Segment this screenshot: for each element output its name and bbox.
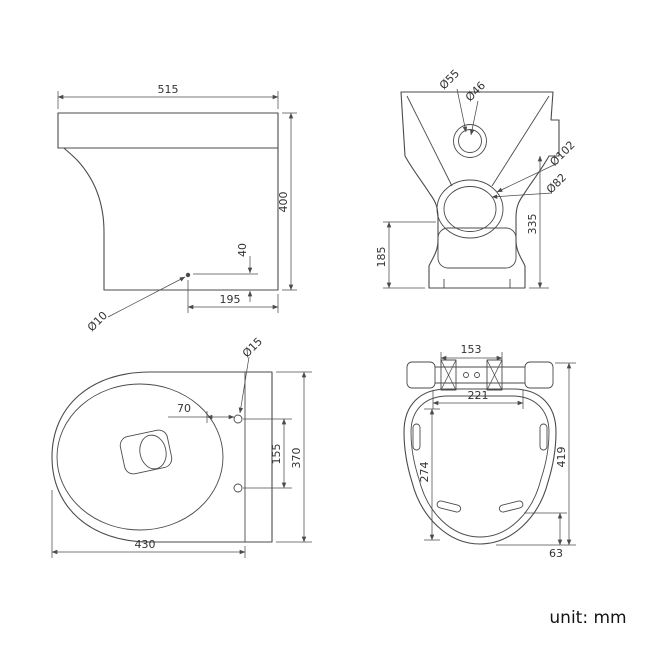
plan-view: 70 Ø15 155 370 430 (51, 335, 312, 558)
front-view: 335 185 Ø55 Ø46 Ø102 Ø82 (375, 67, 578, 289)
unit-label: unit: mm (549, 608, 626, 628)
seat-bumper-bottom-right (498, 500, 524, 513)
outlet-circle-outer (436, 179, 504, 239)
leader-line-dia55 (456, 88, 468, 133)
dim-400: 400 (277, 192, 290, 213)
dim-dia55: Ø55 (437, 67, 462, 92)
dim-dia15: Ø15 (240, 335, 265, 360)
dim-195: 195 (220, 293, 241, 306)
bowl-inner-line-right (491, 95, 550, 187)
seat-outer-outline (403, 388, 557, 545)
outlet-circle-inner (443, 186, 497, 232)
trapway-ellipse (139, 434, 167, 470)
dim-185: 185 (375, 247, 388, 268)
dim-63: 63 (549, 547, 563, 560)
inlet-circle-outer (453, 124, 487, 158)
seat-inner-outline (410, 395, 550, 538)
dim-335: 335 (526, 214, 539, 235)
seat-bumper-left (412, 423, 421, 451)
hinge-pin-left (463, 372, 469, 378)
seat-view: 153 221 274 419 63 (403, 343, 576, 560)
leader-line-dia15 (238, 356, 250, 414)
hinge-cap-left (406, 361, 436, 389)
leader-line-dia82 (491, 192, 553, 199)
bowl-inner-line-left (406, 95, 453, 187)
leader-line-dia10 (107, 276, 186, 318)
dim-274: 274 (418, 462, 431, 483)
dim-70: 70 (177, 402, 191, 415)
dim-dia102: Ø102 (547, 138, 577, 168)
leader-line-dia102 (496, 162, 559, 193)
front-view-outline (400, 91, 560, 289)
leader-line-dia46 (469, 100, 479, 136)
plan-view-outline (51, 371, 273, 543)
seat-fixing-hole-top (233, 414, 243, 424)
dim-370: 370 (290, 448, 303, 469)
dim-40: 40 (236, 243, 249, 257)
side-view-outline (57, 112, 279, 291)
dim-155: 155 (270, 444, 283, 465)
side-view: 515 400 40 195 Ø10 (57, 83, 297, 334)
seat-fixing-hole-bottom (233, 483, 243, 493)
dim-430: 430 (135, 538, 156, 551)
dim-dia46: Ø46 (463, 79, 488, 104)
seat-bumper-bottom-left (436, 500, 462, 513)
dim-dia82: Ø82 (544, 171, 569, 196)
pedestal-base (437, 227, 517, 269)
dim-dia10: Ø10 (85, 309, 110, 334)
dim-153: 153 (461, 343, 482, 356)
trapway-outline (119, 429, 173, 475)
hatch-line (486, 359, 503, 391)
inlet-circle-inner (458, 129, 482, 153)
hinge-cap-right (524, 361, 554, 389)
dim-221: 221 (468, 389, 489, 402)
bowl-rim-ellipse (56, 383, 224, 531)
dim-515: 515 (158, 83, 179, 96)
seat-bumper-right (539, 423, 548, 451)
dim-419: 419 (555, 447, 568, 468)
side-fixing-hole (185, 272, 191, 278)
hinge-pin-right (474, 372, 480, 378)
hatch-line (440, 359, 457, 391)
